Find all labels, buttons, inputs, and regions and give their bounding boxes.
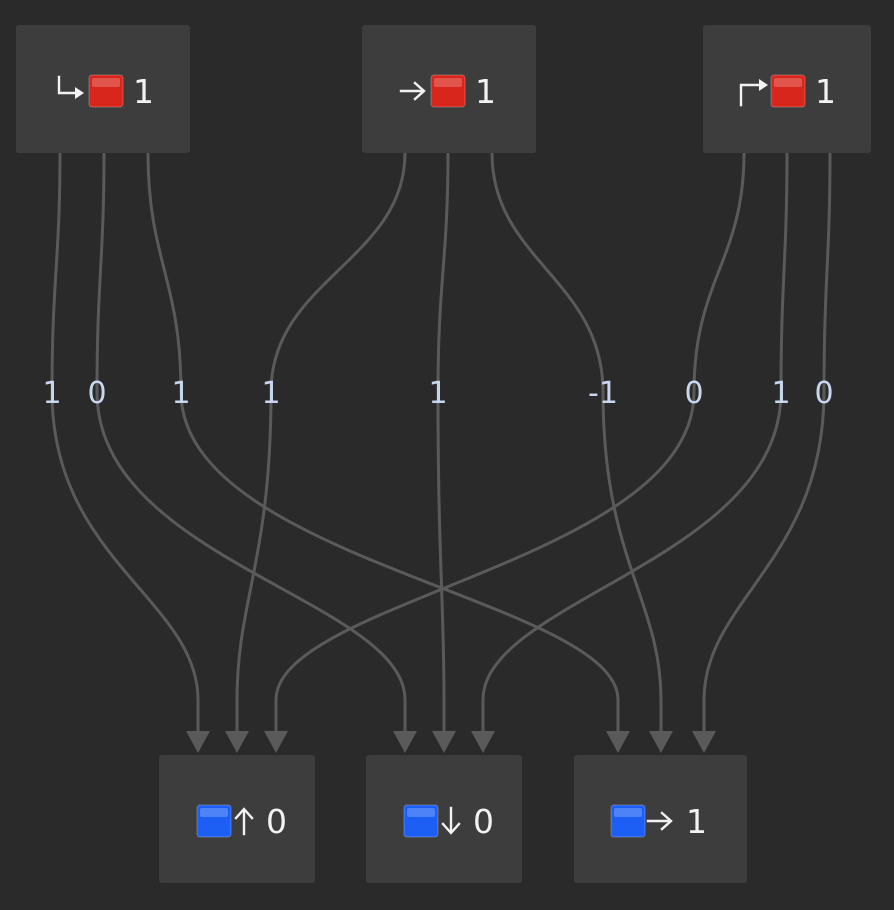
edge-arrowhead-icon xyxy=(225,731,249,753)
red-square-icon xyxy=(88,74,124,108)
red-square-highlight xyxy=(92,78,120,87)
arrowhead-glyph xyxy=(759,79,768,91)
arrow-stroke xyxy=(234,807,254,820)
arrow-stroke xyxy=(739,83,762,107)
edge-weight-label: 1 xyxy=(428,376,447,411)
edge-weight-label: 1 xyxy=(171,376,190,411)
edge-right-to-up xyxy=(235,152,407,731)
arrow-stroke xyxy=(413,81,426,101)
edge-right-to-right xyxy=(490,152,663,731)
red-square-icon xyxy=(770,74,806,108)
arrow-right-icon xyxy=(399,81,426,101)
edge-arrowhead-icon xyxy=(186,731,210,753)
red-square-highlight xyxy=(774,78,802,87)
edge-weight-label: -1 xyxy=(588,376,618,411)
blue-square-highlight xyxy=(200,808,228,817)
edge-right-to-down xyxy=(436,152,450,731)
input-node-turn-down: 1 xyxy=(16,25,190,153)
arrow-stroke xyxy=(441,822,461,835)
input-node-right: 1 xyxy=(362,25,536,153)
blue-square-icon xyxy=(196,804,232,838)
arrowhead-glyph xyxy=(75,87,84,99)
blue-square-highlight xyxy=(614,808,642,817)
arrow-up-right-icon xyxy=(739,79,768,107)
node-box xyxy=(159,755,315,883)
node-value: 1 xyxy=(475,72,496,111)
output-node-up: 0 xyxy=(159,755,315,883)
node-value: 0 xyxy=(266,802,287,841)
blue-square-highlight xyxy=(407,808,435,817)
edge-arrowhead-icon xyxy=(692,731,716,753)
edge-turn_down-to-up xyxy=(50,152,200,731)
edge-weight-label: 1 xyxy=(261,376,280,411)
arrow-up-icon xyxy=(234,807,254,836)
edge-arrowhead-icon xyxy=(393,731,417,753)
node-value: 0 xyxy=(473,802,494,841)
edge-turn_up-to-down xyxy=(481,152,789,731)
edge-weight-label: 0 xyxy=(684,376,703,411)
edge-turn_down-to-right xyxy=(146,152,620,731)
arrow-stroke xyxy=(57,75,78,95)
edge-arrowhead-icon xyxy=(606,731,630,753)
node-value: 1 xyxy=(133,72,154,111)
node-box xyxy=(366,755,522,883)
output-node-down: 0 xyxy=(366,755,522,883)
input-node-turn-up: 1 xyxy=(703,25,871,153)
node-value: 1 xyxy=(686,802,707,841)
edge-turn_down-to-down xyxy=(95,152,407,731)
arrow-down-icon xyxy=(441,806,461,835)
edge-weight-label: 1 xyxy=(771,376,790,411)
node-value: 1 xyxy=(815,72,836,111)
edge-arrowhead-icon xyxy=(471,731,495,753)
arrow-stroke xyxy=(660,811,673,831)
arrow-down-right-icon xyxy=(57,75,84,99)
blue-square-icon xyxy=(403,804,439,838)
edge-weight-label: 0 xyxy=(87,376,106,411)
output-node-right: 1 xyxy=(574,755,747,883)
red-square-icon xyxy=(430,74,466,108)
edge-weight-label: 1 xyxy=(42,376,61,411)
edge-arrowhead-icon xyxy=(264,731,288,753)
blue-square-icon xyxy=(610,804,646,838)
arrow-right-icon xyxy=(646,811,673,831)
edge-arrowhead-icon xyxy=(649,731,673,753)
edge-turn_up-to-right xyxy=(702,152,832,731)
red-square-highlight xyxy=(434,78,462,87)
edge-arrowhead-icon xyxy=(432,731,456,753)
edge-weight-label: 0 xyxy=(814,376,833,411)
edge-turn_up-to-up xyxy=(274,152,746,731)
node-box xyxy=(574,755,747,883)
